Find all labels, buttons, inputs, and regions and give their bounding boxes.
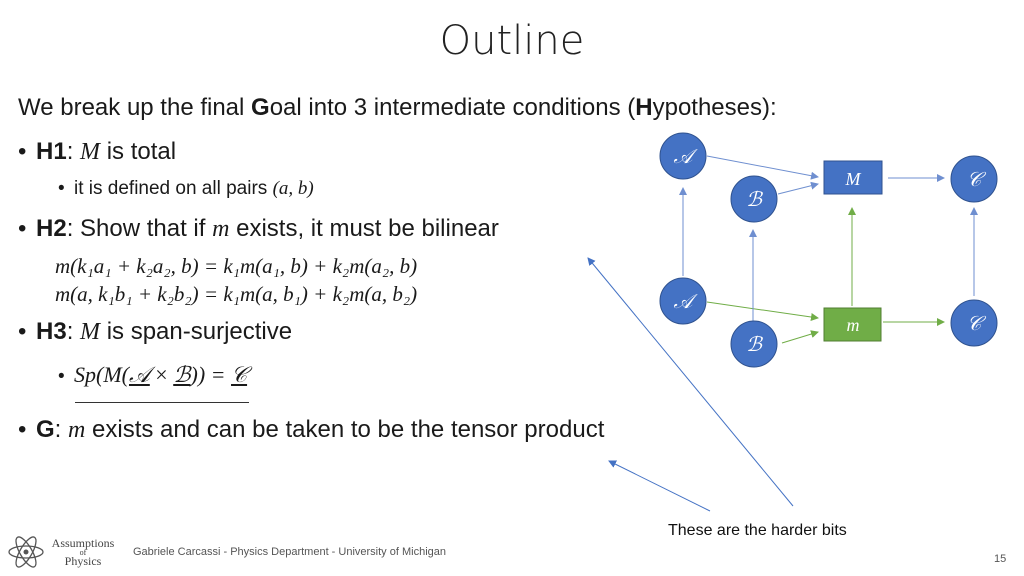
logo-line-1: Assumptions xyxy=(51,536,115,550)
atom-logo-icon xyxy=(8,536,44,568)
h3-subpoint: •Sp(M(𝒜 × ℬ)) = 𝒞 xyxy=(58,362,248,387)
h1-var: M xyxy=(80,139,101,165)
node-bottom-b-label: ℬ xyxy=(746,334,763,356)
node-top-M-label: M xyxy=(845,169,862,189)
set-c-symbol: 𝒞 xyxy=(231,362,248,387)
span-expr-pre: Sp(M( xyxy=(74,362,129,387)
arrow-b-to-M xyxy=(777,181,819,195)
node-bottom-b-circle xyxy=(730,320,778,368)
intro-pre: We break up the final xyxy=(18,94,252,121)
arrow-b-to-m xyxy=(781,330,819,344)
set-a-symbol: 𝒜 xyxy=(128,362,150,387)
h1-sep: : xyxy=(66,138,81,165)
intro-post: ypotheses): xyxy=(652,94,777,121)
hypothesis-h2: •H2: Show that if m exists, it must be b… xyxy=(18,215,499,242)
node-top-b-label: ℬ xyxy=(746,189,763,211)
h3-label: H3 xyxy=(36,318,67,345)
logo-line-2: of xyxy=(79,548,87,557)
node-bottom-a-label: 𝒜 xyxy=(674,291,699,313)
g-text: exists and can be taken to be the tensor… xyxy=(85,416,605,443)
h1-label: H1 xyxy=(36,138,67,165)
arrow-a-to-m xyxy=(706,301,819,321)
bilinear-equation-2: m(a, k₁b₁ + k₂b₂) = k₁m(a, b₁) + k₂m(a, … xyxy=(55,282,418,306)
h2-var: m xyxy=(212,216,230,242)
span-expr-post: )) = xyxy=(190,362,232,387)
arrow-a-to-M xyxy=(706,155,819,180)
h2-pre: : Show that if xyxy=(66,215,213,242)
node-bottom-m-label: m xyxy=(847,315,860,335)
logo-wordmark: Assumptions of Physics xyxy=(47,536,119,568)
underline-divider xyxy=(75,402,249,403)
page-number: 15 xyxy=(994,553,1007,565)
bilinear-equation-1: m(k₁a₁ + k₂a₂, b) = k₁m(a₁, b) + k₂m(a₂,… xyxy=(55,254,418,278)
h3-sep: : xyxy=(66,318,81,345)
intro-text: We break up the final Goal into 3 interm… xyxy=(18,94,777,122)
h1-sub-pair: (a, b) xyxy=(272,178,314,199)
node-top-b-circle xyxy=(730,175,778,223)
slide-title: Outline xyxy=(439,18,585,64)
h1-subpoint: •it is defined on all pairs (a, b) xyxy=(58,178,314,199)
h1-sub-text: it is defined on all pairs xyxy=(74,178,273,199)
node-top-a-circle xyxy=(659,132,707,180)
h1-text: is total xyxy=(100,138,177,165)
node-bottom-m-box xyxy=(823,307,882,342)
g-sep: : xyxy=(54,416,69,443)
h3-var: M xyxy=(80,319,101,345)
g-label: G xyxy=(36,416,55,443)
g-var: m xyxy=(68,417,86,443)
node-top-c-circle xyxy=(950,155,998,203)
h2-post: exists, it must be bilinear xyxy=(229,215,499,242)
intro-g: G xyxy=(251,94,270,121)
footer-credit: Gabriele Carcassi - Physics Department -… xyxy=(133,546,446,558)
pointer-arrow-to-h2 xyxy=(587,257,794,507)
node-top-a-label: 𝒜 xyxy=(674,146,699,168)
intro-mid: oal into 3 intermediate conditions ( xyxy=(269,94,636,121)
h2-label: H2 xyxy=(36,215,67,242)
node-bottom-a-circle xyxy=(659,277,707,325)
intro-h: H xyxy=(635,94,653,121)
harder-bits-note: These are the harder bits xyxy=(668,522,847,539)
logo-line-3: Physics xyxy=(64,554,102,568)
times-symbol: × xyxy=(149,362,174,387)
hypothesis-h3: •H3: M is span-surjective xyxy=(18,318,293,345)
h3-text: is span-surjective xyxy=(100,318,293,345)
hypothesis-h1: •H1: M is total xyxy=(18,138,177,165)
pointer-arrow-to-g xyxy=(608,460,711,512)
node-bottom-c-circle xyxy=(950,299,998,347)
node-top-M-box xyxy=(823,160,883,195)
set-b-symbol: ℬ xyxy=(173,362,191,387)
goal-g: •G: m exists and can be taken to be the … xyxy=(18,416,605,443)
